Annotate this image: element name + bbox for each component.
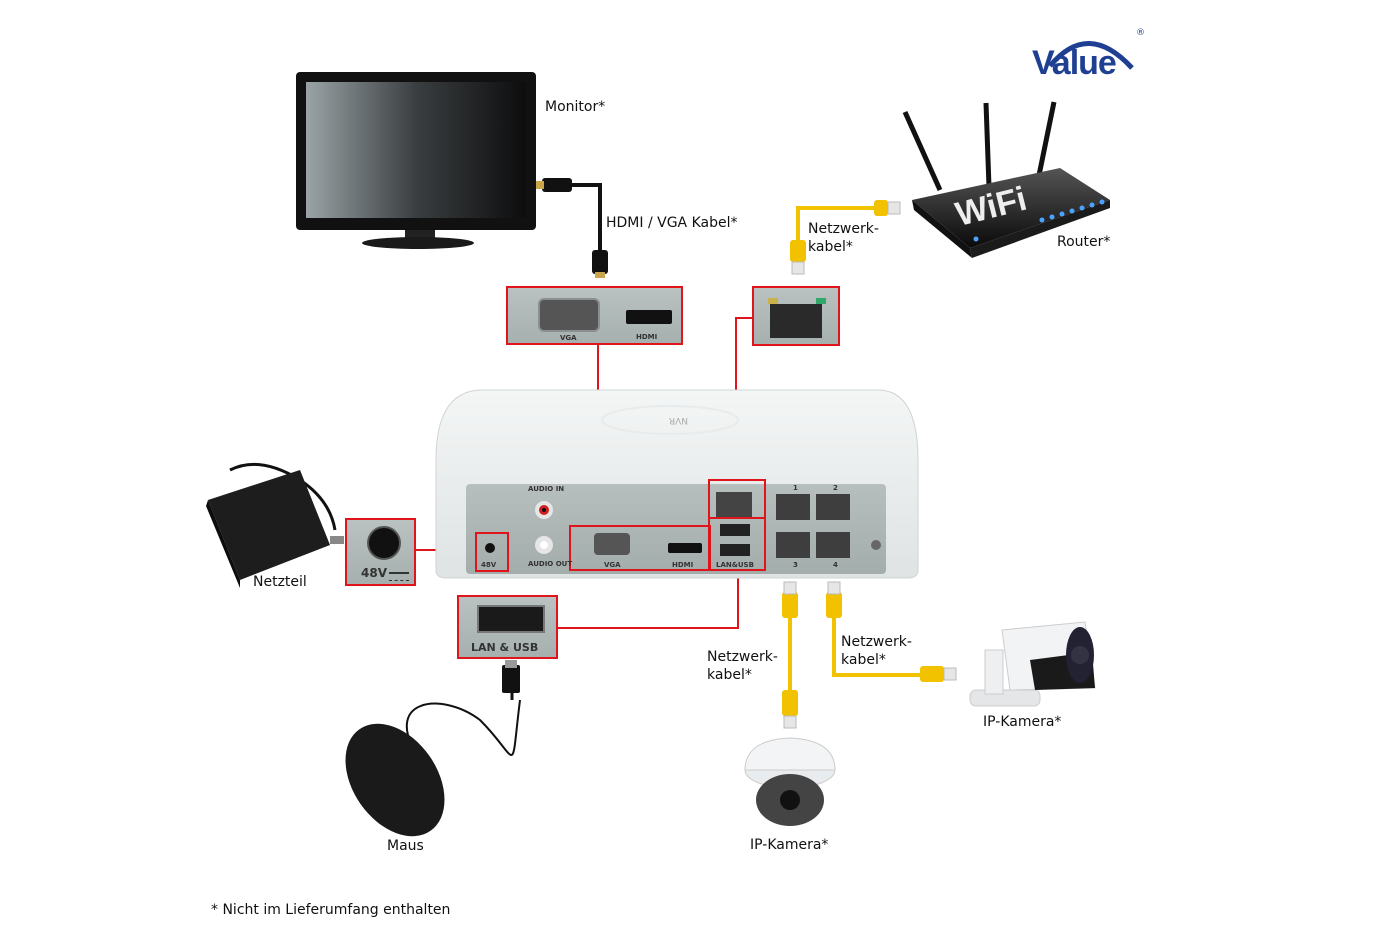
brand-logo: Value ® xyxy=(1028,28,1148,83)
nvr-port-1-label: 1 xyxy=(793,484,798,492)
dc-jack-icon xyxy=(367,526,401,560)
led-green-icon xyxy=(816,298,826,304)
bullet-camera-image xyxy=(969,621,1096,707)
router-label: Router* xyxy=(1057,234,1111,250)
vga-port-icon xyxy=(538,298,600,332)
svg-text:NVR: NVR xyxy=(669,415,688,425)
vga-label: VGA xyxy=(560,334,577,342)
mouse-label: Maus xyxy=(387,838,424,854)
nvr-port-2-label: 2 xyxy=(833,484,838,492)
callout-usb-port: LAN & USB xyxy=(457,595,558,659)
hdmi-label: HDMI xyxy=(636,333,658,341)
camera-cable-left-label-line2: kabel* xyxy=(707,667,752,683)
usb-port-icon xyxy=(477,605,545,633)
monitor-label: Monitor* xyxy=(545,99,606,115)
nvr-audio-out-label: AUDIO OUT xyxy=(528,560,573,568)
logo-arc-icon xyxy=(1048,41,1134,70)
nvr-port-4-label: 4 xyxy=(833,561,838,569)
nvr-power-label: 48V xyxy=(481,561,497,569)
dome-camera-image xyxy=(744,737,836,826)
power-supply-image xyxy=(206,462,344,588)
hdmi-port-icon xyxy=(626,310,672,324)
router-image: WiFi xyxy=(902,101,1110,258)
nvr-lan-usb-label: LAN&USB xyxy=(716,561,754,569)
dome-camera-label: IP-Kamera* xyxy=(750,837,829,853)
network-cable-bullet xyxy=(832,600,935,677)
usb-label: LAN & USB xyxy=(471,641,539,654)
camera-cable-right-label-line1: Netzwerk- xyxy=(841,634,912,650)
nvr-port-3-label: 3 xyxy=(793,561,798,569)
voltage-label: 48V xyxy=(361,566,387,580)
nvr-hdmi-label: HDMI xyxy=(672,561,694,569)
callout-power-port: 48V xyxy=(345,518,416,586)
led-yellow-icon xyxy=(768,298,778,304)
monitor-image xyxy=(296,72,536,249)
dc-symbol-icon xyxy=(389,572,409,581)
camera-cable-left-label-line1: Netzwerk- xyxy=(707,649,778,665)
mouse-image xyxy=(345,660,521,837)
bullet-camera-label: IP-Kamera* xyxy=(983,714,1062,730)
logo-text: Value xyxy=(1032,44,1117,82)
logo-registered-mark: ® xyxy=(1136,28,1145,38)
callout-video-ports: VGA HDMI xyxy=(506,286,683,345)
power-supply-label: Netzteil xyxy=(253,574,307,590)
nvr-highlights xyxy=(475,479,766,572)
nvr-vga-label: VGA xyxy=(604,561,621,569)
hdmi-cable-image xyxy=(536,178,608,278)
nvr-audio-in-label: AUDIO IN xyxy=(528,485,565,493)
router-cable-label-line1: Netzwerk- xyxy=(808,221,879,237)
footnote: * Nicht im Lieferumfang enthalten xyxy=(211,902,451,918)
hdmi-cable-label: HDMI / VGA Kabel* xyxy=(606,215,738,231)
callout-lan-port xyxy=(752,286,840,346)
camera-cable-right-label-line2: kabel* xyxy=(841,652,886,668)
router-cable-label-line2: kabel* xyxy=(808,239,853,255)
ethernet-port-icon xyxy=(770,304,822,338)
